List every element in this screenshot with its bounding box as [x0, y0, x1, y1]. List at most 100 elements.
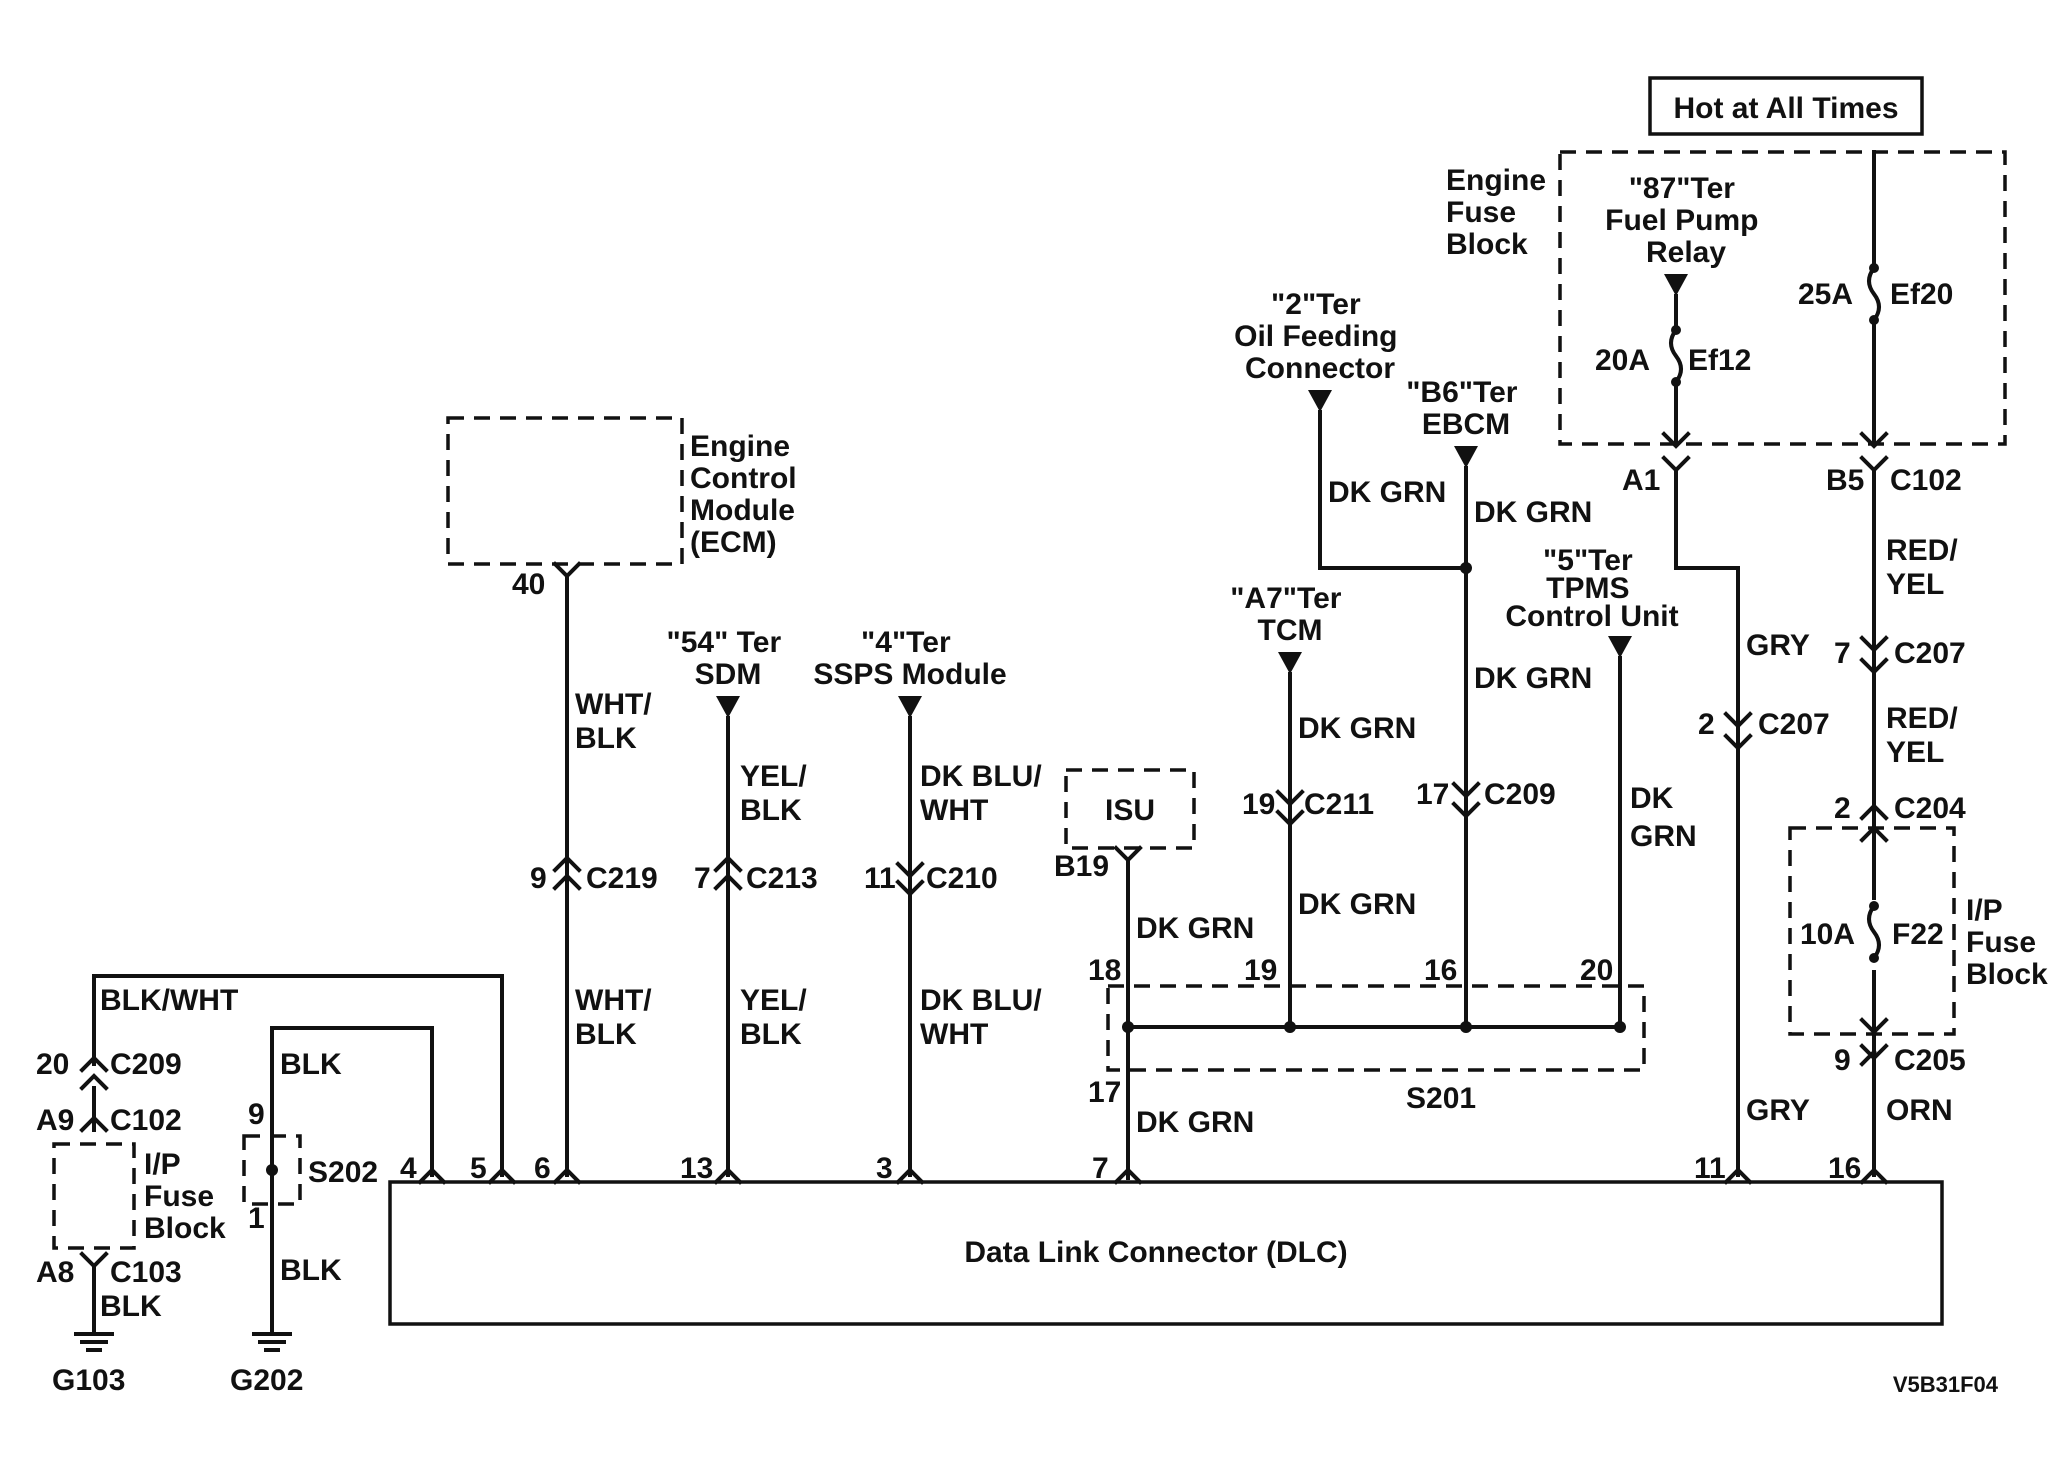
wire-tcm-dkgrn-label-2: DK GRN [1298, 888, 1416, 921]
fuse-f22-name: F22 [1892, 918, 1944, 951]
wire-isu-dkgrn-label: DK GRN [1136, 912, 1254, 945]
pin-c213-7: 7 [694, 862, 711, 895]
dlc-pin-3-label: 3 [876, 1152, 893, 1185]
s201-pin-16: 16 [1424, 954, 1457, 987]
ebcm-label: "B6"Ter EBCM [1406, 376, 1526, 441]
fuel-pump-relay-label: "87"Ter Fuel Pump Relay [1605, 172, 1767, 269]
connector-c103-label: C103 [110, 1256, 182, 1289]
engine-fuse-block-label: Engine Fuse Block [1446, 164, 1554, 261]
connector-c207-label-2: C207 [1758, 708, 1830, 741]
wire-tpms-dkgrn-label: DK GRN [1630, 782, 1697, 853]
fuse-ef20-symbol [1867, 265, 1881, 323]
connector-c219-label: C219 [586, 862, 658, 895]
fuse-ef12-symbol [1669, 327, 1683, 385]
wire-blk-wht [92, 974, 504, 1177]
splice-s201-box [1106, 984, 1646, 1072]
connector-c207-2 [1723, 711, 1753, 751]
ip-fuse-block-left-label: I/P Fuse Block [144, 1148, 226, 1245]
sdm-terminal-arrow [716, 696, 740, 718]
ecm-pin-40: 40 [512, 568, 545, 601]
wire-ebcm-dkgrn-label: DK GRN [1474, 496, 1592, 529]
isu-box [1064, 768, 1196, 850]
fuse-ef20-name: Ef20 [1890, 278, 1953, 311]
dlc-pin-6-label: 6 [534, 1152, 551, 1185]
dlc-pin-11 [1723, 1167, 1753, 1185]
pin-b5: B5 [1826, 464, 1864, 497]
connector-c210-label: C210 [926, 862, 998, 895]
pin-c207-7: 7 [1834, 637, 1851, 670]
connector-c210 [895, 861, 925, 897]
wire-tcm-dkgrn-label: DK GRN [1298, 712, 1416, 745]
connector-c207-7 [1859, 635, 1889, 675]
connector-c102-a9 [79, 1115, 109, 1133]
splice-s202-label: S202 [308, 1156, 378, 1189]
pin-c204-2: 2 [1834, 792, 1851, 825]
sdm-label: "54" Ter SDM [667, 626, 790, 691]
connector-c102-label: C102 [1890, 464, 1962, 497]
splice-s201-label: S201 [1406, 1082, 1476, 1115]
wire-dk-blu-wht-label: DK BLU/ WHT [920, 760, 1050, 827]
wire-blk-wht-label: BLK/WHT [100, 984, 238, 1017]
wire-gry [1674, 468, 1740, 1177]
dlc-pin-4-label: 4 [400, 1152, 417, 1185]
s201-pin-19: 19 [1244, 954, 1277, 987]
wire-oil-feeding [1318, 410, 1468, 570]
pin-c209-17: 17 [1416, 778, 1449, 811]
wire-dlc7-dkgrn-label: DK GRN [1136, 1106, 1254, 1139]
dlc-pin-11-label: 11 [1694, 1152, 1726, 1185]
ecm-label: Engine Control Module (ECM) [690, 430, 805, 559]
ip-fuse-block-right-label: I/P Fuse Block [1966, 894, 2048, 991]
dlc-pin-6 [552, 1167, 582, 1185]
connector-c213-label: C213 [746, 862, 818, 895]
pin-c205-9: 9 [1834, 1044, 1851, 1077]
pin-b19: B19 [1054, 850, 1109, 883]
connector-c209-label: C209 [1484, 778, 1556, 811]
tcm-label: "A7"Ter TCM [1230, 582, 1350, 647]
ssps-module-label: "4"Ter SSPS Module [813, 626, 1006, 691]
wire-ebcm-dkgrn-label-2: DK GRN [1474, 662, 1592, 695]
wire-yel-blk-label-2: YEL/ BLK [740, 984, 815, 1051]
tcm-terminal-arrow [1278, 652, 1302, 674]
wire-yel-blk-label: YEL/ BLK [740, 760, 815, 827]
pin-a8: A8 [36, 1256, 74, 1289]
ecm-box [446, 416, 684, 566]
wire-blk-g202-label: BLK [280, 1254, 342, 1287]
fuse-ef20-amp: 25A [1798, 278, 1853, 311]
connector-c204 [1859, 803, 1889, 821]
connector-c219 [552, 855, 582, 891]
wire-wht-blk-label: WHT/ BLK [575, 688, 660, 755]
dlc-pin-13 [713, 1167, 743, 1185]
fuse-f22-symbol [1867, 903, 1881, 961]
connector-c205-label: C205 [1894, 1044, 1966, 1077]
connector-c209-left-label: C209 [110, 1048, 182, 1081]
wire-blk-g103-label: BLK [100, 1290, 162, 1323]
wire-orn-label: ORN [1886, 1094, 1953, 1127]
fuse-ef12-amp: 20A [1595, 344, 1650, 377]
wire-blk-label: BLK [280, 1048, 342, 1081]
ground-g103-symbol [74, 1332, 114, 1352]
splice-dot-ebcm [1460, 562, 1472, 574]
ground-g202-symbol [252, 1332, 292, 1352]
pin-a9: A9 [36, 1104, 74, 1137]
connector-c102-left-label: C102 [110, 1104, 182, 1137]
s202-pin-9: 9 [248, 1098, 265, 1131]
ground-g202-label: G202 [230, 1364, 303, 1397]
wire-oil-dkgrn-label: DK GRN [1328, 476, 1446, 509]
wire-gry-label-lower: GRY [1746, 1094, 1810, 1127]
dlc-pin-5 [487, 1167, 517, 1185]
s201-pin-20: 20 [1580, 954, 1613, 987]
dlc-pin-5-label: 5 [470, 1152, 487, 1185]
wire-wht-blk-label-2: WHT/ BLK [575, 984, 660, 1051]
pin-a1: A1 [1622, 464, 1660, 497]
ebcm-terminal-arrow [1454, 446, 1478, 468]
dlc-label: Data Link Connector (DLC) [964, 1236, 1347, 1269]
fuse-f22-amp: 10A [1800, 918, 1855, 951]
connector-c204-label: C204 [1894, 792, 1966, 825]
dlc-pin-16-label: 16 [1828, 1152, 1861, 1185]
dlc-pin-7-label: 7 [1092, 1152, 1109, 1185]
wire-dk-blu-wht-label-2: DK BLU/ WHT [920, 984, 1050, 1051]
pin-c207-2: 2 [1698, 708, 1715, 741]
s201-pin-17: 17 [1088, 1076, 1121, 1109]
dlc-box [388, 1180, 1944, 1326]
isu-label: ISU [1105, 794, 1155, 827]
